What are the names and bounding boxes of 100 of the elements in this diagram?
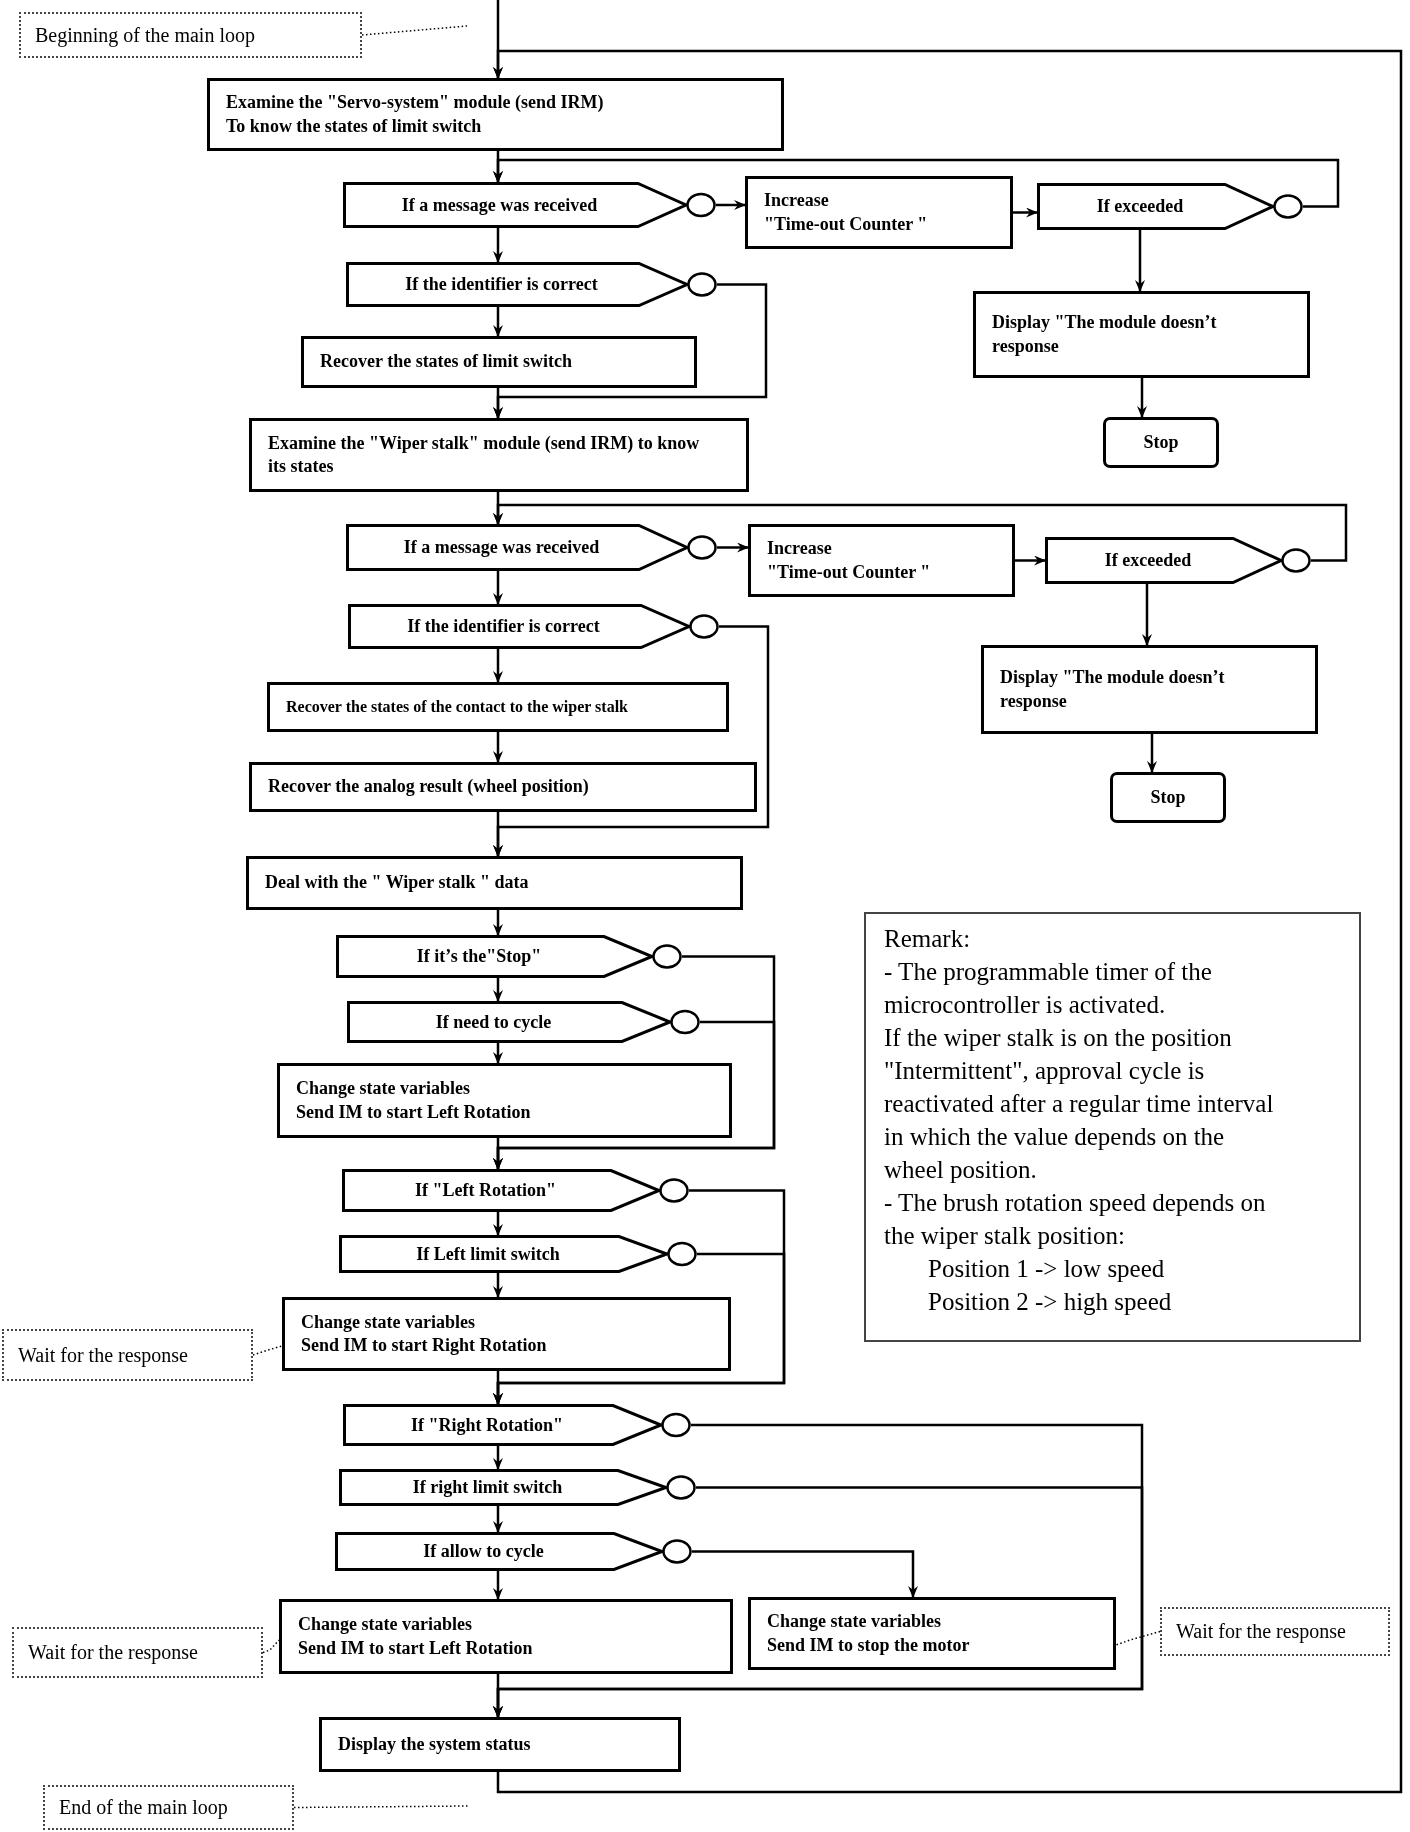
- step-text: Display the system status: [338, 1732, 532, 1756]
- condition-text: If exceeded: [1103, 549, 1193, 572]
- arrow: [717, 542, 749, 553]
- note-callout: [2, 1329, 253, 1381]
- condition-text: If allow to cycle: [422, 1540, 545, 1563]
- condition-text: If it’s the"Stop": [415, 945, 543, 968]
- condition-text: If the identifier is correct: [406, 615, 601, 638]
- step-text: Change state variables: [298, 1613, 473, 1637]
- process-box: [267, 682, 729, 732]
- note-text: End of the main loop: [59, 1796, 228, 1819]
- arrow: [1015, 555, 1046, 566]
- decision-box: [342, 1169, 689, 1212]
- remark-text: Position 1 -> low speed: [927, 1254, 1166, 1284]
- note-text: Wait for the response: [18, 1343, 188, 1367]
- step-text: Display "The module doesn’t response: [1000, 666, 1226, 713]
- remark-heading: Remark:: [884, 924, 972, 954]
- terminal-box: [1110, 772, 1226, 823]
- process-box: [279, 1599, 733, 1674]
- note-callout: [19, 12, 362, 58]
- decision-box: [335, 1532, 692, 1571]
- process-box: [282, 1297, 731, 1371]
- arrow: [1013, 207, 1038, 218]
- note-text: Beginning of the main loop: [35, 23, 255, 47]
- arrow: [493, 812, 503, 857]
- arrow: [1135, 230, 1145, 292]
- process-box: [319, 1717, 681, 1772]
- step-text: Deal with the " Wiper stalk " data: [265, 871, 530, 895]
- remark-text: - The programmable timer of the microcontroller is activated.: [884, 957, 1213, 1020]
- decision-box: [348, 604, 719, 649]
- arrow: [493, 1674, 503, 1718]
- process-box: [246, 856, 743, 910]
- process-box: [249, 418, 749, 492]
- condition-text: If Left limit switch: [415, 1242, 561, 1266]
- step-text: Increase: [767, 537, 833, 561]
- decision-box: [343, 1404, 691, 1446]
- arrow: [493, 1371, 503, 1405]
- arrow: [493, 571, 503, 605]
- process-box: [973, 291, 1310, 378]
- step-text: Display "The module doesn’t response: [992, 311, 1218, 358]
- step-text: To know the states of limit switch: [226, 114, 483, 138]
- step-text: Recover the states of limit switch: [320, 350, 574, 374]
- condition-text: If need to cycle: [434, 1010, 553, 1034]
- arrow: [493, 503, 1348, 562]
- arrow: [493, 1506, 503, 1533]
- arrow: [716, 200, 746, 210]
- decision-box: [336, 935, 682, 978]
- arrow: [493, 228, 503, 263]
- step-text: Change state variables: [296, 1077, 471, 1101]
- arrow: [493, 1571, 503, 1600]
- step-text: Send IM to stop the motor: [767, 1633, 971, 1657]
- step-text: Recover the analog result (wheel position): [268, 775, 590, 799]
- process-box: [301, 336, 697, 388]
- decision-box: [1045, 537, 1311, 584]
- arrow: [493, 388, 503, 419]
- condition-text: If right limit switch: [411, 1476, 564, 1499]
- step-text: Send IM to start Right Rotation: [301, 1334, 548, 1357]
- step-text: Examine the "Servo-system" module (send IRM): [226, 91, 605, 115]
- condition-text: If a message was received: [400, 193, 599, 217]
- process-box: [745, 176, 1013, 249]
- decision-box: [346, 524, 717, 571]
- step-text: "Time-out Counter ": [767, 560, 932, 584]
- decision-box: [339, 1469, 696, 1506]
- process-box: [249, 762, 757, 812]
- step-text: Change state variables: [767, 1610, 942, 1634]
- terminal-box: [1103, 417, 1219, 468]
- decision-box: [339, 1235, 697, 1273]
- condition-text: If a message was received: [402, 536, 601, 559]
- arrow: [493, 307, 503, 337]
- arrow: [493, 158, 1340, 208]
- process-box: [748, 1597, 1116, 1670]
- remark-text: - The brush rotation speed depends on the wiper stalk position:: [884, 1188, 1267, 1251]
- arrow: [493, 1273, 503, 1298]
- arrow: [1147, 734, 1157, 773]
- step-text: Increase: [764, 189, 830, 213]
- process-box: [207, 78, 784, 151]
- step-text: "Time-out Counter ": [764, 212, 929, 236]
- condition-text: If "Left Rotation": [414, 1179, 557, 1202]
- decision-box: [346, 262, 717, 307]
- step-text: Send IM to start Left Rotation: [296, 1100, 532, 1124]
- condition-text: If exceeded: [1095, 195, 1185, 218]
- condition-text: If the identifier is correct: [404, 273, 599, 296]
- note-text: Wait for the response: [28, 1641, 198, 1664]
- arrow: [493, 978, 503, 1002]
- arrow: [493, 49, 1403, 1794]
- process-box: [277, 1063, 732, 1138]
- arrow: [493, 1138, 503, 1170]
- arrow: [493, 1446, 503, 1470]
- note-callout: [1160, 1607, 1390, 1656]
- arrow: [493, 1043, 503, 1064]
- note-text: Wait for the response: [1176, 1620, 1346, 1643]
- arrow: [493, 732, 503, 763]
- process-box: [981, 645, 1318, 734]
- step-text: Send IM to start Left Rotation: [298, 1636, 534, 1660]
- step-text: Change state variables: [301, 1310, 476, 1334]
- step-text: Stop: [1143, 430, 1179, 454]
- arrow: [493, 1212, 503, 1236]
- remark-text: Position 2 -> high speed: [927, 1287, 1173, 1317]
- condition-text: If "Right Rotation": [410, 1413, 564, 1437]
- step-text: Examine the "Wiper stalk" module (send IRM) to know its states: [268, 431, 701, 478]
- arrow: [493, 910, 503, 936]
